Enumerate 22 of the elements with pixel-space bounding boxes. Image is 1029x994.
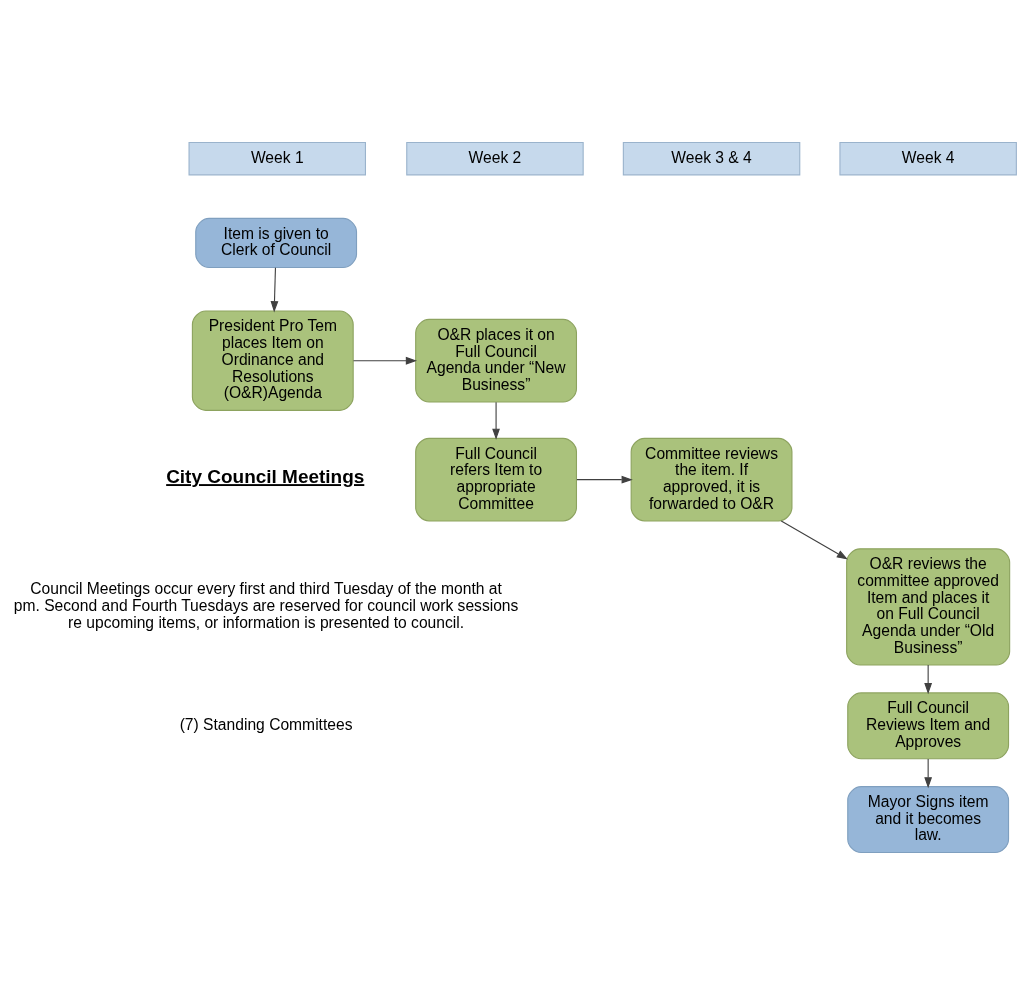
node-box: Week 3 & 4 bbox=[622, 141, 801, 175]
node-box: O&R reviews the committee approved Item and places it on Full Council Agenda under “Old Business” bbox=[846, 547, 1011, 666]
node-box: Committee reviews the item. If approved, it is forwarded to O&R bbox=[630, 437, 793, 521]
node-box: Item is given to Clerk of Council bbox=[195, 217, 358, 268]
arrow bbox=[352, 356, 417, 365]
node-box: Mayor Signs item and it becomes law. bbox=[847, 785, 1010, 853]
node-box: Week 4 bbox=[839, 141, 1017, 175]
arrow bbox=[492, 401, 500, 440]
arrow bbox=[924, 757, 933, 788]
node-box: President Pro Tem places Item on Ordinance and Resolutions (O&R)Agenda bbox=[191, 310, 354, 411]
node-box: Week 1 bbox=[188, 141, 366, 175]
node-box: Week 2 bbox=[406, 141, 584, 175]
arrow bbox=[924, 663, 933, 694]
node-box: O&R places it on Full Council Agenda under “New Business” bbox=[415, 318, 577, 403]
arrow bbox=[780, 519, 848, 559]
node-box: Full Council Reviews Item and Approves bbox=[847, 691, 1010, 759]
arrow bbox=[576, 475, 633, 484]
node-box: Full Council refers Item to appropriate Committee bbox=[415, 437, 577, 521]
label: (7) Standing Committees bbox=[179, 715, 353, 733]
label: Council Meetings occur every first and third Tuesday of the month at pm. Second and Fourth Tuesdays are reserved for council work sessions re upcoming items, or information is presented to council. bbox=[13, 579, 519, 631]
label: City Council Meetings bbox=[166, 465, 365, 487]
arrow bbox=[270, 266, 279, 312]
